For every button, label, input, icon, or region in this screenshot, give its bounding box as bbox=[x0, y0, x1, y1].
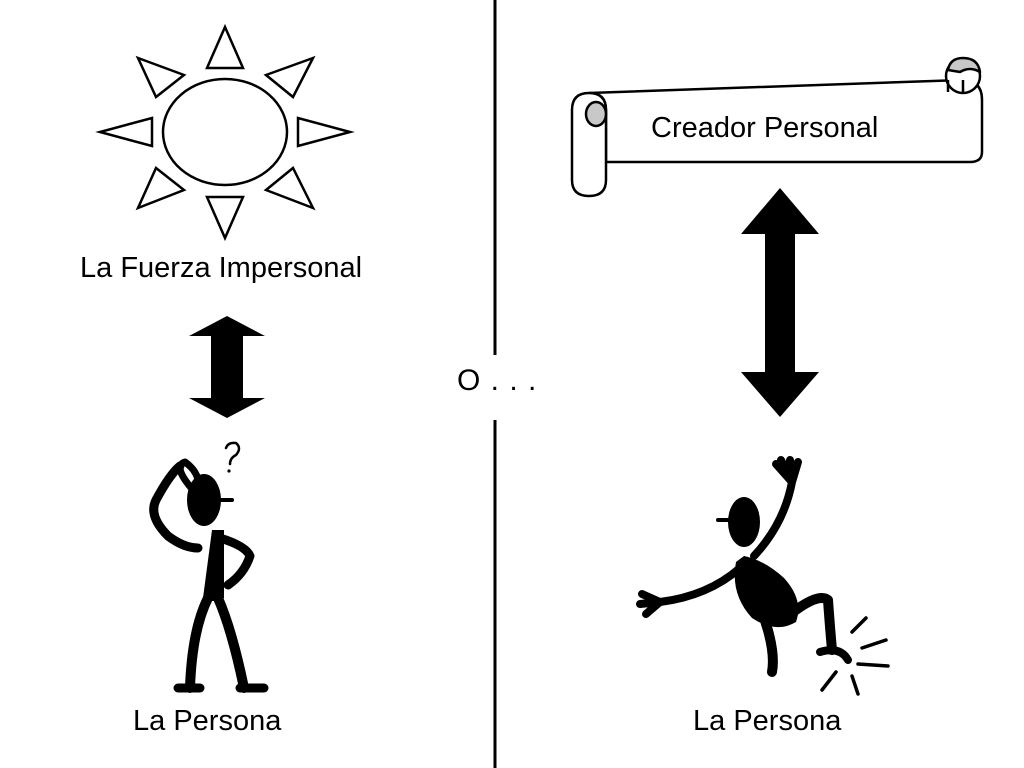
sun-icon bbox=[95, 23, 355, 242]
personal-creator-label: Creador Personal bbox=[651, 112, 879, 144]
scroll-icon bbox=[570, 56, 984, 198]
impersonal-force-label: La Fuerza Impersonal bbox=[80, 252, 363, 284]
double-arrow-icon bbox=[741, 188, 819, 417]
left-person-label: La Persona bbox=[133, 705, 282, 737]
confused-person-icon bbox=[149, 441, 269, 693]
right-person-label: La Persona bbox=[693, 705, 842, 737]
falling-person-icon bbox=[636, 456, 890, 696]
double-arrow-icon bbox=[189, 316, 265, 418]
or-divider-label: O . . . bbox=[457, 364, 538, 397]
